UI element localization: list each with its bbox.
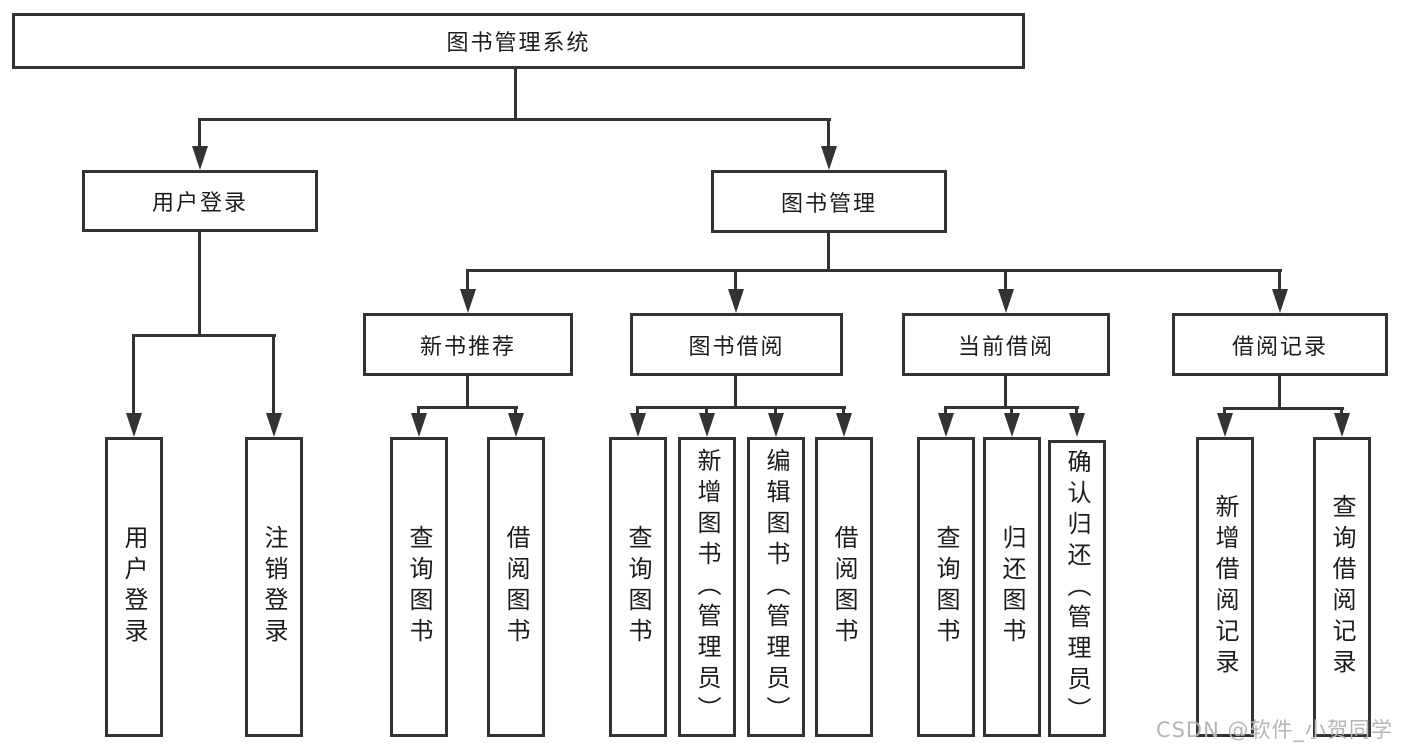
connector-line: [514, 68, 517, 121]
node-label: 查询图书: [624, 525, 652, 649]
arrow-down-icon: [1217, 413, 1233, 437]
node-label: 借阅图书: [830, 525, 858, 649]
leaf-query-books-1: 查询图书: [390, 437, 448, 737]
leaf-query-books-3: 查询图书: [917, 437, 975, 737]
node-new-book-recommend: 新书推荐: [363, 313, 573, 376]
arrow-down-icon: [460, 289, 476, 313]
leaf-add-borrow-record: 新增借阅记录: [1196, 437, 1254, 737]
node-book-management: 图书管理: [711, 170, 947, 233]
node-label: 新书推荐: [419, 334, 516, 360]
node-label: 当前借阅: [957, 334, 1054, 360]
connector-line: [132, 337, 135, 414]
connector-line: [944, 409, 947, 415]
node-root-book-management-system: 图书管理系统: [12, 13, 1025, 69]
connector-line: [198, 121, 201, 147]
leaf-return-books: 归还图书: [983, 437, 1041, 737]
connector-line: [466, 272, 469, 290]
connector-line: [827, 233, 830, 271]
node-book-borrow: 图书借阅: [630, 313, 843, 376]
csdn-watermark: CSDN @软件_小贺同学: [1155, 718, 1393, 742]
node-label: 借阅图书: [502, 525, 530, 649]
arrow-down-icon: [1272, 289, 1288, 313]
connector-line: [1010, 409, 1013, 415]
arrow-down-icon: [836, 413, 852, 437]
leaf-add-books-admin: 新增图书（管理员）: [678, 437, 736, 737]
leaf-query-borrow-record: 查询借阅记录: [1313, 437, 1371, 737]
connector-line: [774, 409, 777, 415]
connector-line: [272, 337, 275, 414]
connector-line: [734, 376, 737, 408]
node-label: 用户登录: [120, 525, 148, 649]
arrow-down-icon: [768, 413, 784, 437]
arrow-down-icon: [938, 413, 954, 437]
connector-line: [1075, 409, 1078, 415]
connector-line: [842, 409, 845, 415]
leaf-query-books-2: 查询图书: [609, 437, 667, 737]
leaf-borrow-books-2: 借阅图书: [815, 437, 873, 737]
leaf-borrow-books-1: 借阅图书: [487, 437, 545, 737]
arrow-down-icon: [1069, 413, 1085, 437]
node-label: 新增借阅记录: [1211, 494, 1239, 680]
arrow-down-icon: [266, 413, 282, 437]
arrow-down-icon: [508, 413, 524, 437]
leaf-edit-books-admin: 编辑图书（管理员）: [747, 437, 805, 737]
connector-line: [1340, 410, 1343, 415]
connector-line: [827, 121, 830, 147]
node-label: 图书借阅: [688, 334, 785, 360]
node-label: 图书管理: [780, 191, 877, 217]
connector-line: [1223, 407, 1344, 410]
arrow-down-icon: [1004, 413, 1020, 437]
node-label: 查询图书: [405, 525, 433, 649]
connector-line: [514, 409, 517, 415]
node-user-login: 用户登录: [82, 170, 318, 232]
arrow-down-icon: [1334, 413, 1350, 437]
leaf-confirm-return-admin: 确认归还（管理员）: [1048, 440, 1106, 737]
arrow-down-icon: [821, 146, 837, 170]
node-label: 编辑图书（管理员）: [762, 447, 790, 727]
arrow-down-icon: [998, 289, 1014, 313]
connector-line: [1004, 272, 1007, 290]
connector-line: [1278, 376, 1281, 409]
connector-line: [705, 409, 708, 415]
arrow-down-icon: [728, 289, 744, 313]
node-label: 图书管理系统: [446, 31, 591, 56]
node-label: 用户登录: [151, 191, 248, 216]
node-borrow-records: 借阅记录: [1172, 313, 1388, 376]
node-label: 查询借阅记录: [1328, 494, 1356, 680]
leaf-logout: 注销登录: [245, 437, 303, 737]
connector-line: [1004, 376, 1007, 408]
connector-line: [466, 269, 1282, 272]
connector-line: [198, 232, 201, 336]
connector-line: [636, 409, 639, 415]
connector-line: [944, 406, 1079, 409]
arrow-down-icon: [192, 146, 208, 170]
leaf-user-login: 用户登录: [105, 437, 163, 737]
arrow-down-icon: [411, 413, 427, 437]
connector-line: [734, 272, 737, 290]
arrow-down-icon: [630, 413, 646, 437]
arrow-down-icon: [126, 413, 142, 437]
connector-line: [417, 409, 420, 415]
connector-line: [636, 406, 846, 409]
node-label: 确认归还（管理员）: [1063, 449, 1091, 728]
node-label: 查询图书: [932, 525, 960, 649]
connector-line: [417, 406, 518, 409]
node-label: 借阅记录: [1231, 334, 1328, 360]
connector-line: [466, 376, 469, 408]
node-label: 归还图书: [998, 525, 1026, 649]
connector-line: [1223, 410, 1226, 415]
node-current-borrow: 当前借阅: [902, 313, 1110, 376]
arrow-down-icon: [699, 413, 715, 437]
node-label: 新增图书（管理员）: [693, 447, 721, 727]
node-label: 注销登录: [260, 525, 288, 649]
connector-line: [132, 334, 276, 337]
connector-line: [198, 118, 831, 121]
connector-line: [1278, 272, 1281, 290]
